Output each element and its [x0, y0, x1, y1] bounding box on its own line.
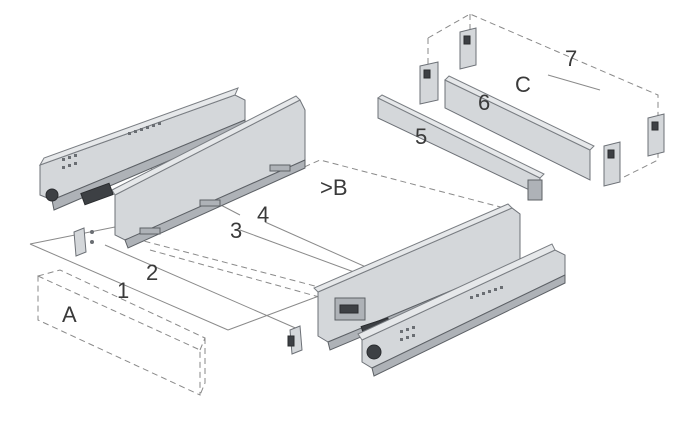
- back-panel-6: [444, 75, 595, 181]
- back-bracket-top-left: [459, 27, 477, 70]
- label-zone-b: >B: [320, 175, 348, 200]
- left-side-clips: [139, 164, 291, 235]
- right-runner-holes: [400, 286, 503, 341]
- back-bracket-right: [603, 141, 621, 187]
- label-part-5: 5: [415, 124, 427, 149]
- label-part-4: 4: [257, 202, 269, 227]
- label-part-7: 7: [565, 46, 577, 71]
- back-bracket-left: [419, 61, 439, 105]
- left-runner-holes: [62, 122, 161, 169]
- front-bracket-right: [287, 325, 303, 355]
- right-runner: [357, 243, 566, 377]
- label-part-6: 6: [478, 90, 490, 115]
- left-drawer-side: [80, 95, 306, 249]
- label-part-1: 1: [117, 278, 129, 303]
- back-bracket-top-right: [647, 113, 665, 157]
- cabinet-outline-a: [37, 269, 206, 396]
- label-part-2: 2: [146, 260, 158, 285]
- front-bracket-left: [73, 227, 94, 257]
- rear-bar-5: [377, 94, 545, 201]
- label-part-3: 3: [230, 218, 242, 243]
- label-zone-c: C: [515, 72, 531, 97]
- label-zone-a: A: [62, 302, 77, 327]
